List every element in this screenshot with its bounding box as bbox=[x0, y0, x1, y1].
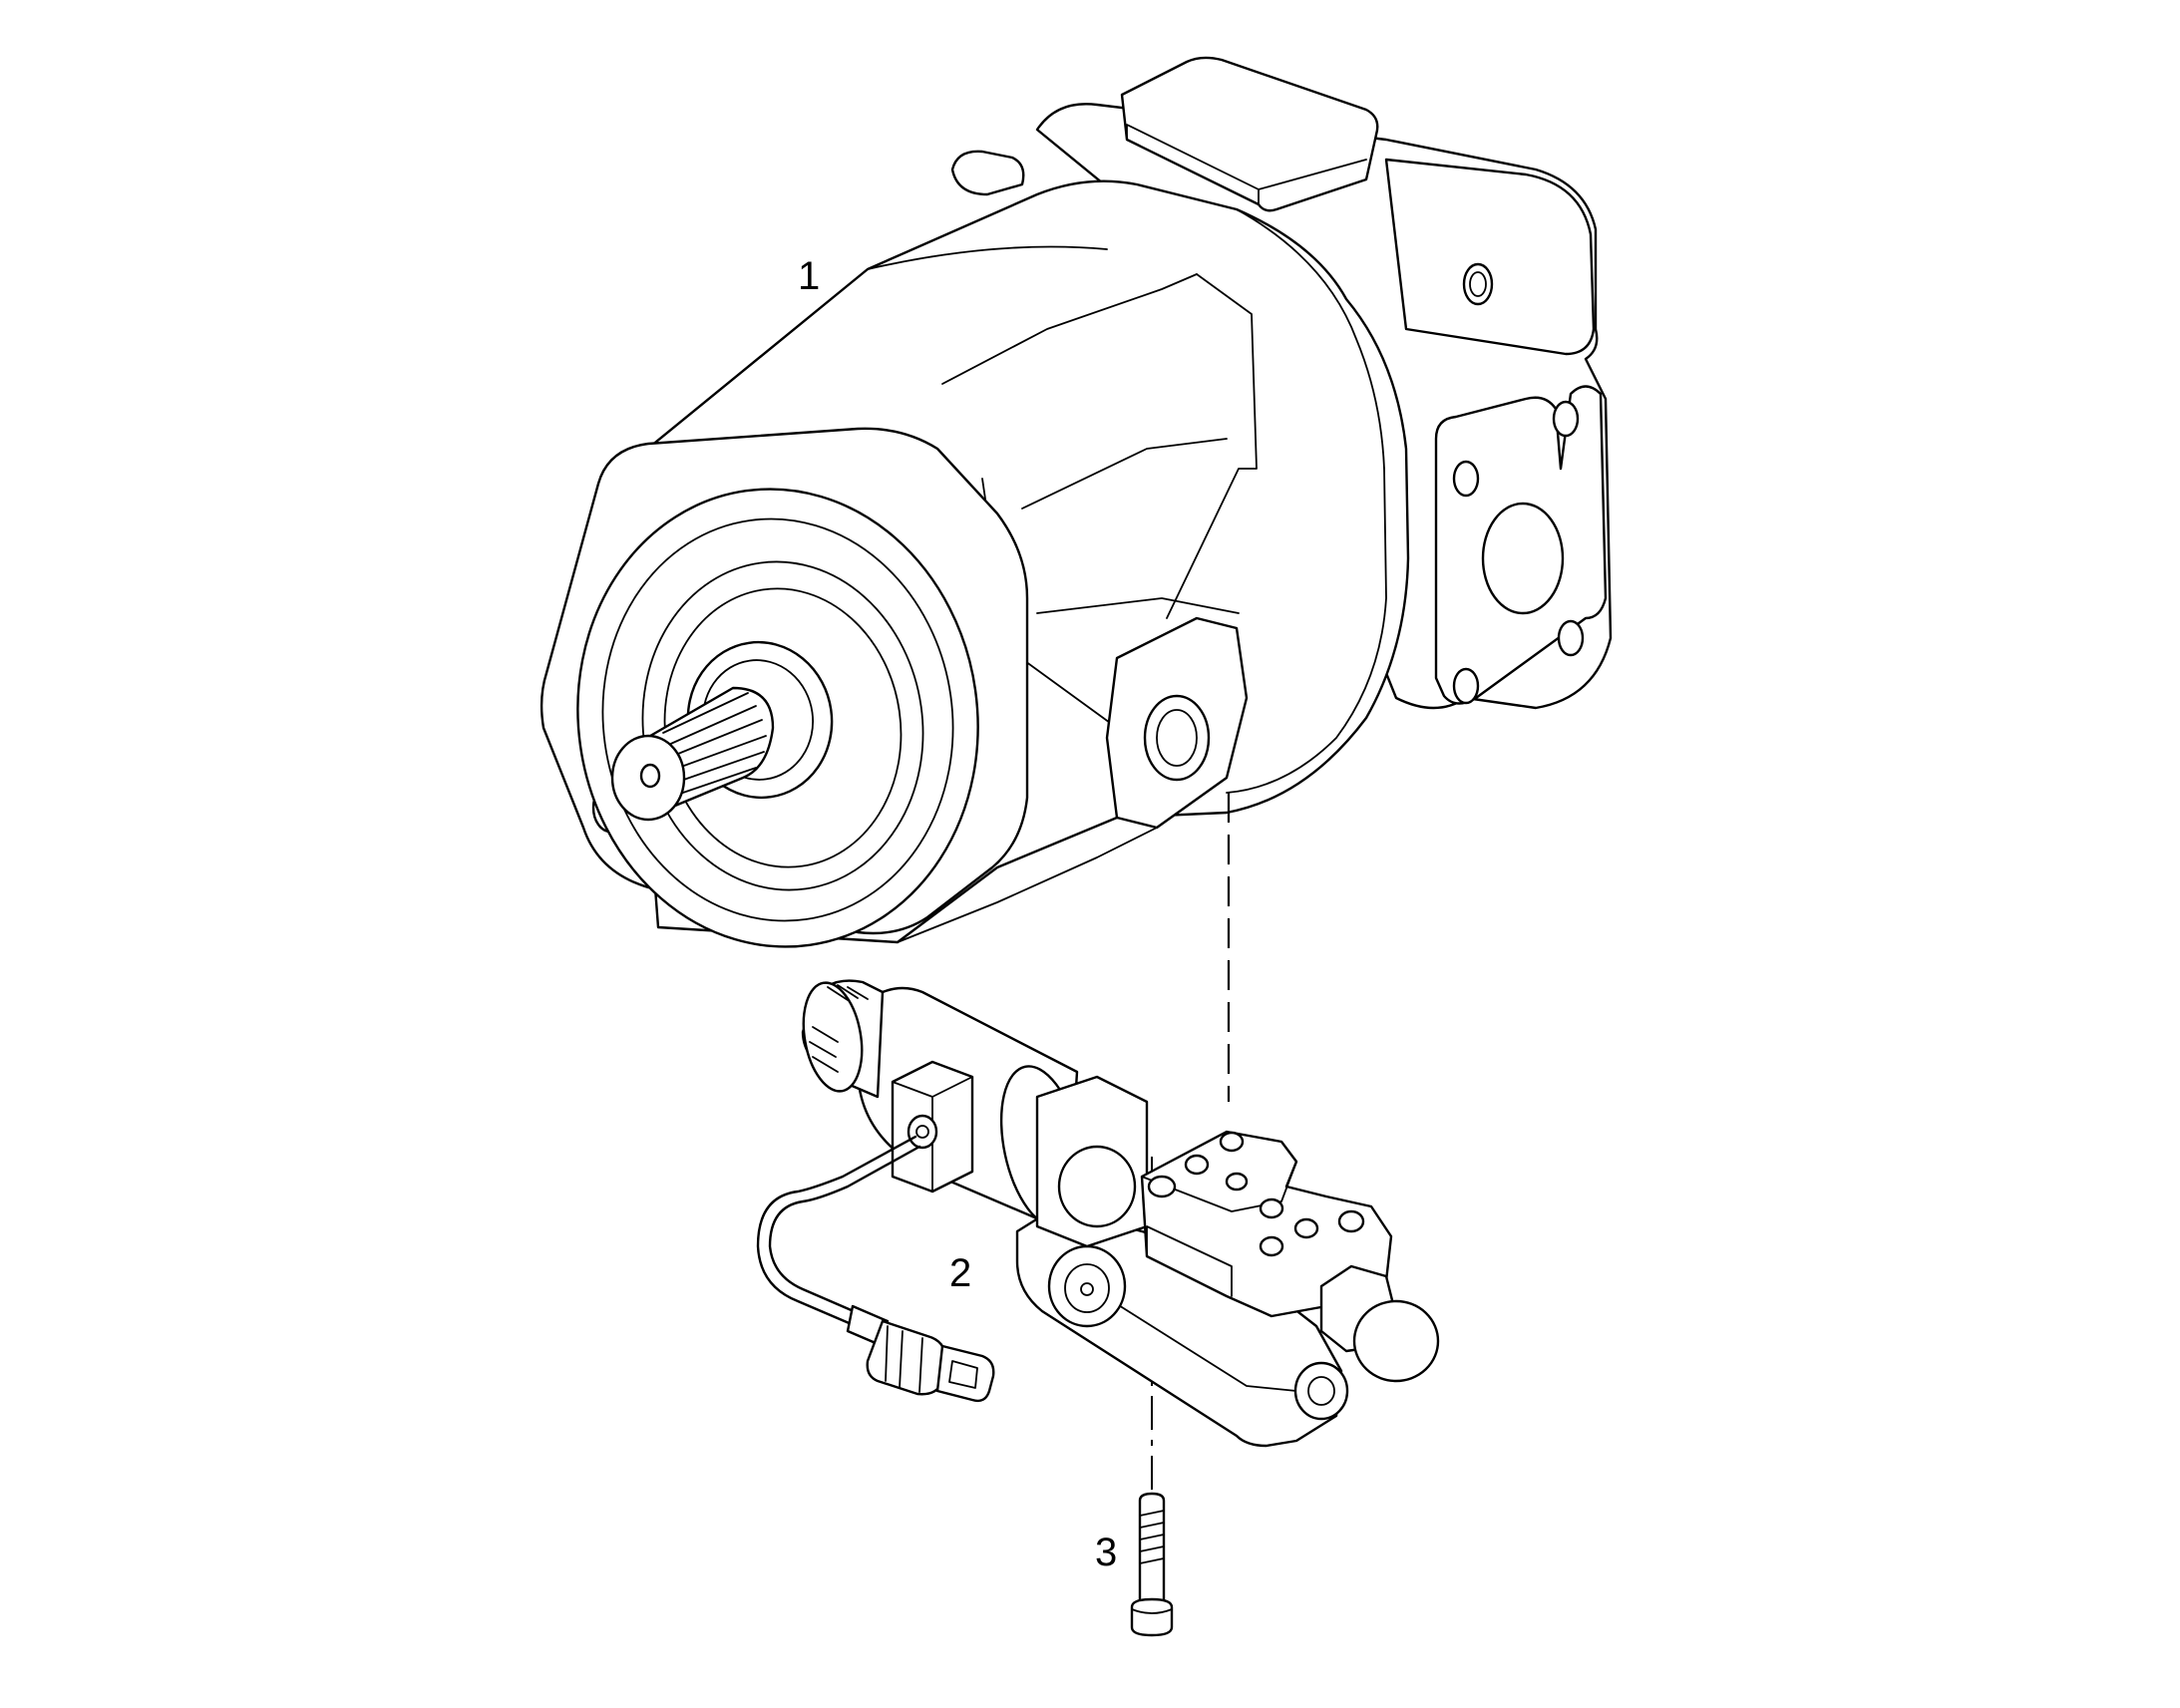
shaft-spline-teeth bbox=[662, 692, 767, 797]
solenoid-cap-knurl bbox=[809, 984, 869, 1073]
valve-side-boss-inner bbox=[1064, 1263, 1110, 1313]
electrical-plug-face-inner bbox=[948, 1360, 978, 1389]
valve-mounting-plate-edge bbox=[1141, 1161, 1297, 1212]
pump-rear-flange bbox=[1384, 158, 1596, 356]
solenoid-cable bbox=[756, 1135, 917, 1333]
electrical-plug-connector bbox=[866, 1319, 947, 1396]
housing-contour-right bbox=[1226, 468, 1387, 794]
valve-side-boss-center bbox=[1080, 1282, 1094, 1296]
control-valve bbox=[756, 979, 1440, 1448]
cap-screw-head-edge bbox=[1131, 1608, 1173, 1614]
side-port-bolt-hole-1 bbox=[1452, 460, 1480, 498]
callout-1: 1 bbox=[798, 254, 820, 298]
port-hole-4 bbox=[1293, 1217, 1319, 1239]
pilot-ring-2 bbox=[601, 517, 954, 922]
bottom-port-bore bbox=[1143, 694, 1211, 782]
port-hole-2 bbox=[1225, 1172, 1249, 1192]
pump-top-boss bbox=[950, 150, 1025, 196]
flange-bolt-hole-top bbox=[1462, 262, 1494, 306]
side-port-bolt-hole-2 bbox=[1552, 400, 1580, 438]
side-port-bore bbox=[1481, 502, 1565, 615]
cap-screw-threads bbox=[1139, 1510, 1165, 1564]
port-hole-3 bbox=[1259, 1197, 1284, 1219]
housing-lower-edge bbox=[897, 827, 1158, 943]
pump-top-block-edge bbox=[1126, 124, 1367, 190]
housing-rib-4 bbox=[1036, 597, 1240, 614]
mounting-hole-3 bbox=[1337, 1209, 1365, 1233]
solenoid-cable-inner bbox=[768, 1145, 921, 1320]
electrical-plug-face bbox=[935, 1344, 995, 1403]
housing-rib-2 bbox=[941, 273, 1198, 385]
callout-2: 2 bbox=[949, 1251, 971, 1295]
cap-screw-head bbox=[1130, 1597, 1174, 1637]
side-port-bolt-hole-4 bbox=[1452, 667, 1480, 705]
valve-mounting-plate-side bbox=[1146, 1225, 1233, 1297]
port-hole-1 bbox=[1184, 1154, 1210, 1176]
housing-contour-top bbox=[1236, 208, 1385, 470]
valve-cartridge-boss bbox=[1057, 1145, 1137, 1228]
hydraulic-pump bbox=[540, 56, 1613, 948]
pump-top-block bbox=[1120, 56, 1379, 212]
housing-seam-front bbox=[867, 245, 1108, 270]
mounting-hole-4 bbox=[1259, 1235, 1284, 1257]
housing-rib-3 bbox=[1021, 438, 1228, 510]
bottom-port-bore-inner bbox=[1156, 709, 1198, 767]
valve-body-end-port bbox=[1293, 1361, 1349, 1421]
mounting-hole-2 bbox=[1219, 1131, 1245, 1153]
valve-mounting-plate bbox=[1140, 1130, 1393, 1318]
solenoid-cable-gland-inner bbox=[915, 1125, 929, 1139]
shaft-center-hole bbox=[639, 763, 661, 789]
mounting-hole-1 bbox=[1147, 1175, 1177, 1198]
electrical-plug-connector-ribs bbox=[885, 1325, 923, 1393]
cap-screw bbox=[1130, 1492, 1174, 1637]
side-port-bolt-hole-3 bbox=[1557, 619, 1585, 657]
valve-side-boss bbox=[1047, 1244, 1127, 1328]
valve-end-plug bbox=[1352, 1299, 1440, 1383]
housing-rib-1 bbox=[1166, 273, 1258, 619]
callout-3: 3 bbox=[1095, 1531, 1117, 1574]
flange-bolt-hole-top-inner bbox=[1469, 271, 1487, 297]
solenoid-cable-gland bbox=[907, 1114, 938, 1150]
solenoid-cap-face bbox=[802, 981, 864, 1093]
valve-body-end-port-inner bbox=[1307, 1376, 1335, 1406]
